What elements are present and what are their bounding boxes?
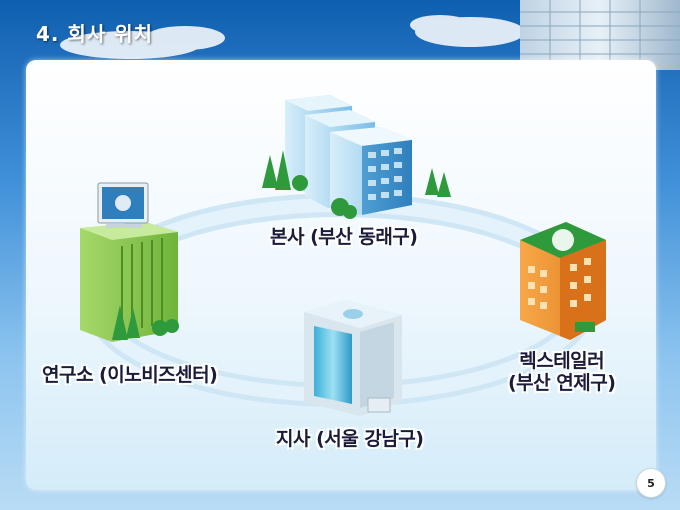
rextail-label: 렉스테일러 (부산 연제구) — [508, 350, 616, 394]
page-number: 5 — [636, 468, 666, 498]
rextail-label-line2: (부산 연제구) — [508, 372, 616, 394]
tree-icon — [262, 150, 451, 219]
branch-label: 지사 (서울 강남구) — [276, 428, 424, 450]
rextail-building-icon — [520, 222, 606, 340]
research-lab-label: 연구소 (이노비즈센터) — [42, 364, 218, 386]
skyscraper-image — [520, 0, 680, 70]
monitor-icon — [97, 182, 149, 228]
headquarters-label: 본사 (부산 동래구) — [270, 226, 418, 248]
slide-title: 4. 회사 위치 — [36, 22, 154, 46]
tree-icon — [112, 305, 179, 340]
cloud-shape — [60, 15, 525, 59]
branch-building-icon — [304, 300, 402, 416]
rextail-label-line1: 렉스테일러 — [519, 350, 605, 372]
headquarters-building-icon — [262, 95, 451, 219]
research-lab-building-icon — [80, 182, 179, 342]
